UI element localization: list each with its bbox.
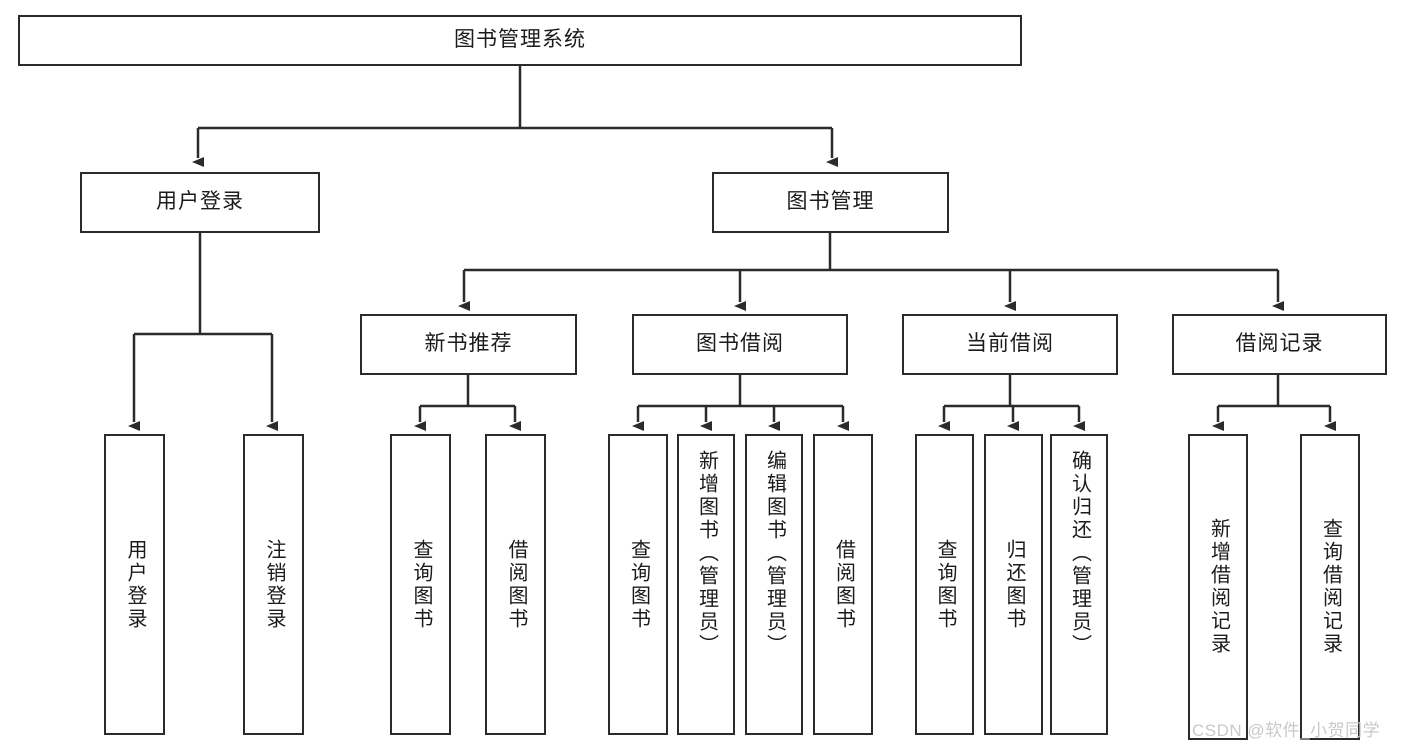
- node-book-borrow[interactable]: 图书借阅: [632, 314, 848, 375]
- leaf-new-book-query-book[interactable]: 查询图书: [390, 434, 451, 735]
- leaf-user-login-logout[interactable]: 注销登录: [243, 434, 304, 735]
- node-root-book-management-system[interactable]: 图书管理系统: [18, 15, 1022, 66]
- node-borrow-record[interactable]: 借阅记录: [1172, 314, 1387, 375]
- leaf-borrow-borrow-book[interactable]: 借阅图书: [813, 434, 873, 735]
- node-new-book-recommend[interactable]: 新书推荐: [360, 314, 577, 375]
- node-user-login[interactable]: 用户登录: [80, 172, 320, 233]
- node-label: 用户登录: [124, 538, 146, 631]
- node-label: 用户登录: [156, 190, 244, 214]
- leaf-user-login-login[interactable]: 用户登录: [104, 434, 165, 735]
- leaf-record-query-borrow-record[interactable]: 查询借阅记录: [1300, 434, 1360, 740]
- leaf-record-add-borrow-record[interactable]: 新增借阅记录: [1188, 434, 1248, 740]
- node-label: 图书管理系统: [454, 28, 586, 52]
- node-label: 借阅图书: [505, 538, 527, 631]
- node-label: 查询图书: [934, 538, 956, 631]
- node-book-management[interactable]: 图书管理: [712, 172, 949, 233]
- node-label: 归还图书: [1003, 538, 1025, 631]
- node-label: 新书推荐: [424, 332, 513, 356]
- node-label: 借阅记录: [1235, 332, 1324, 356]
- node-label: 当前借阅: [966, 332, 1054, 356]
- leaf-current-query-book[interactable]: 查询图书: [915, 434, 974, 735]
- leaf-new-book-borrow-book[interactable]: 借阅图书: [485, 434, 546, 735]
- node-label: 注销登录: [263, 538, 285, 631]
- leaf-borrow-add-book-admin[interactable]: 新增图书（管理员）: [677, 434, 735, 735]
- node-label: 新增图书（管理员）: [695, 450, 718, 657]
- node-label: 图书借阅: [696, 332, 784, 356]
- node-current-borrow[interactable]: 当前借阅: [902, 314, 1118, 375]
- node-label: 查询图书: [410, 538, 432, 631]
- node-label: 新增借阅记录: [1207, 518, 1230, 656]
- leaf-current-confirm-return-admin[interactable]: 确认归还（管理员）: [1050, 434, 1108, 735]
- node-label: 借阅图书: [832, 538, 855, 631]
- node-label: 编辑图书（管理员）: [763, 450, 786, 657]
- node-label: 查询借阅记录: [1319, 518, 1342, 656]
- node-label: 查询图书: [627, 538, 650, 631]
- leaf-borrow-edit-book-admin[interactable]: 编辑图书（管理员）: [745, 434, 803, 735]
- node-label: 图书管理: [786, 190, 875, 214]
- node-label: 确认归还（管理员）: [1068, 450, 1091, 657]
- leaf-borrow-query-book[interactable]: 查询图书: [608, 434, 668, 735]
- leaf-current-return-book[interactable]: 归还图书: [984, 434, 1043, 735]
